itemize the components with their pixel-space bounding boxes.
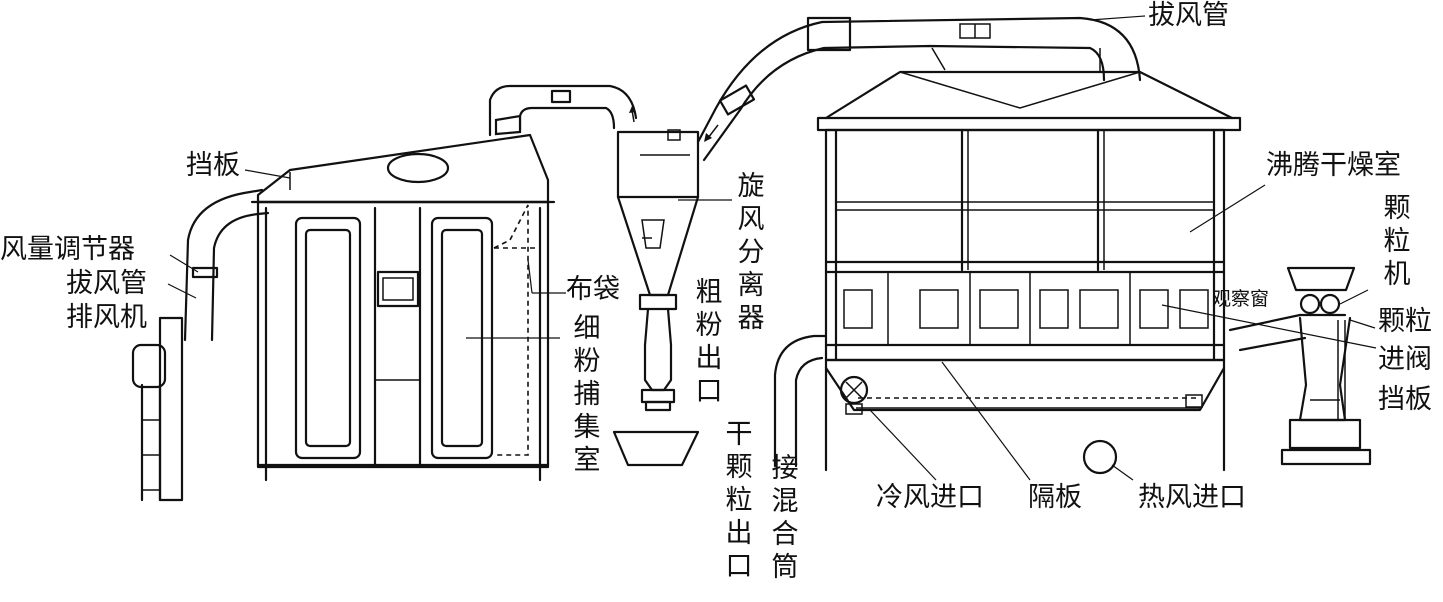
label-cold-inlet: 冷风进口 — [876, 482, 984, 513]
label-bag: 布袋 — [566, 274, 620, 305]
granule-bin — [612, 430, 700, 467]
cyclone-separator — [616, 106, 700, 412]
label-exhaust-pipe-top: 拔风管 — [1148, 0, 1229, 31]
exhaust-pipe-top — [696, 16, 1142, 162]
label-dry-granule-outlet: 干颗粒出口 — [725, 419, 753, 582]
label-hot-inlet: 热风进口 — [1138, 482, 1246, 513]
label-granulator: 颗粒机 — [1383, 193, 1411, 290]
drying-chamber — [816, 47, 1242, 475]
label-window: 观察窗 — [1212, 288, 1270, 310]
label-partition: 隔板 — [1028, 482, 1082, 513]
label-exhaust-pipe-left: 拔风管 — [66, 268, 147, 299]
label-coarse-outlet: 粗粉出口 — [695, 277, 723, 407]
exhaust-pipe-left — [183, 188, 270, 342]
label-exhaust-fan: 排风机 — [66, 302, 147, 333]
granulator — [1228, 266, 1372, 466]
fine-powder-room — [250, 133, 556, 482]
label-fine-powder-room: 细粉捕集室 — [573, 313, 601, 476]
mixing-pipe — [773, 334, 828, 468]
connecting-pipe — [488, 84, 638, 137]
label-granule-valve-2: 进阀 — [1378, 344, 1432, 375]
label-mixing-pipe: 接混合筒 — [771, 453, 799, 583]
label-drying-room: 沸腾干燥室 — [1266, 150, 1401, 181]
label-cyclone: 旋风分离器 — [737, 171, 765, 334]
label-air-regulator: 风量调节器 — [0, 234, 135, 265]
leader-lines — [167, 15, 1377, 481]
exhaust-fan — [131, 316, 184, 502]
label-baffle-left: 挡板 — [186, 150, 240, 181]
label-granule-valve-3: 挡板 — [1378, 384, 1432, 415]
label-granule-valve-1: 颗粒 — [1378, 306, 1432, 337]
